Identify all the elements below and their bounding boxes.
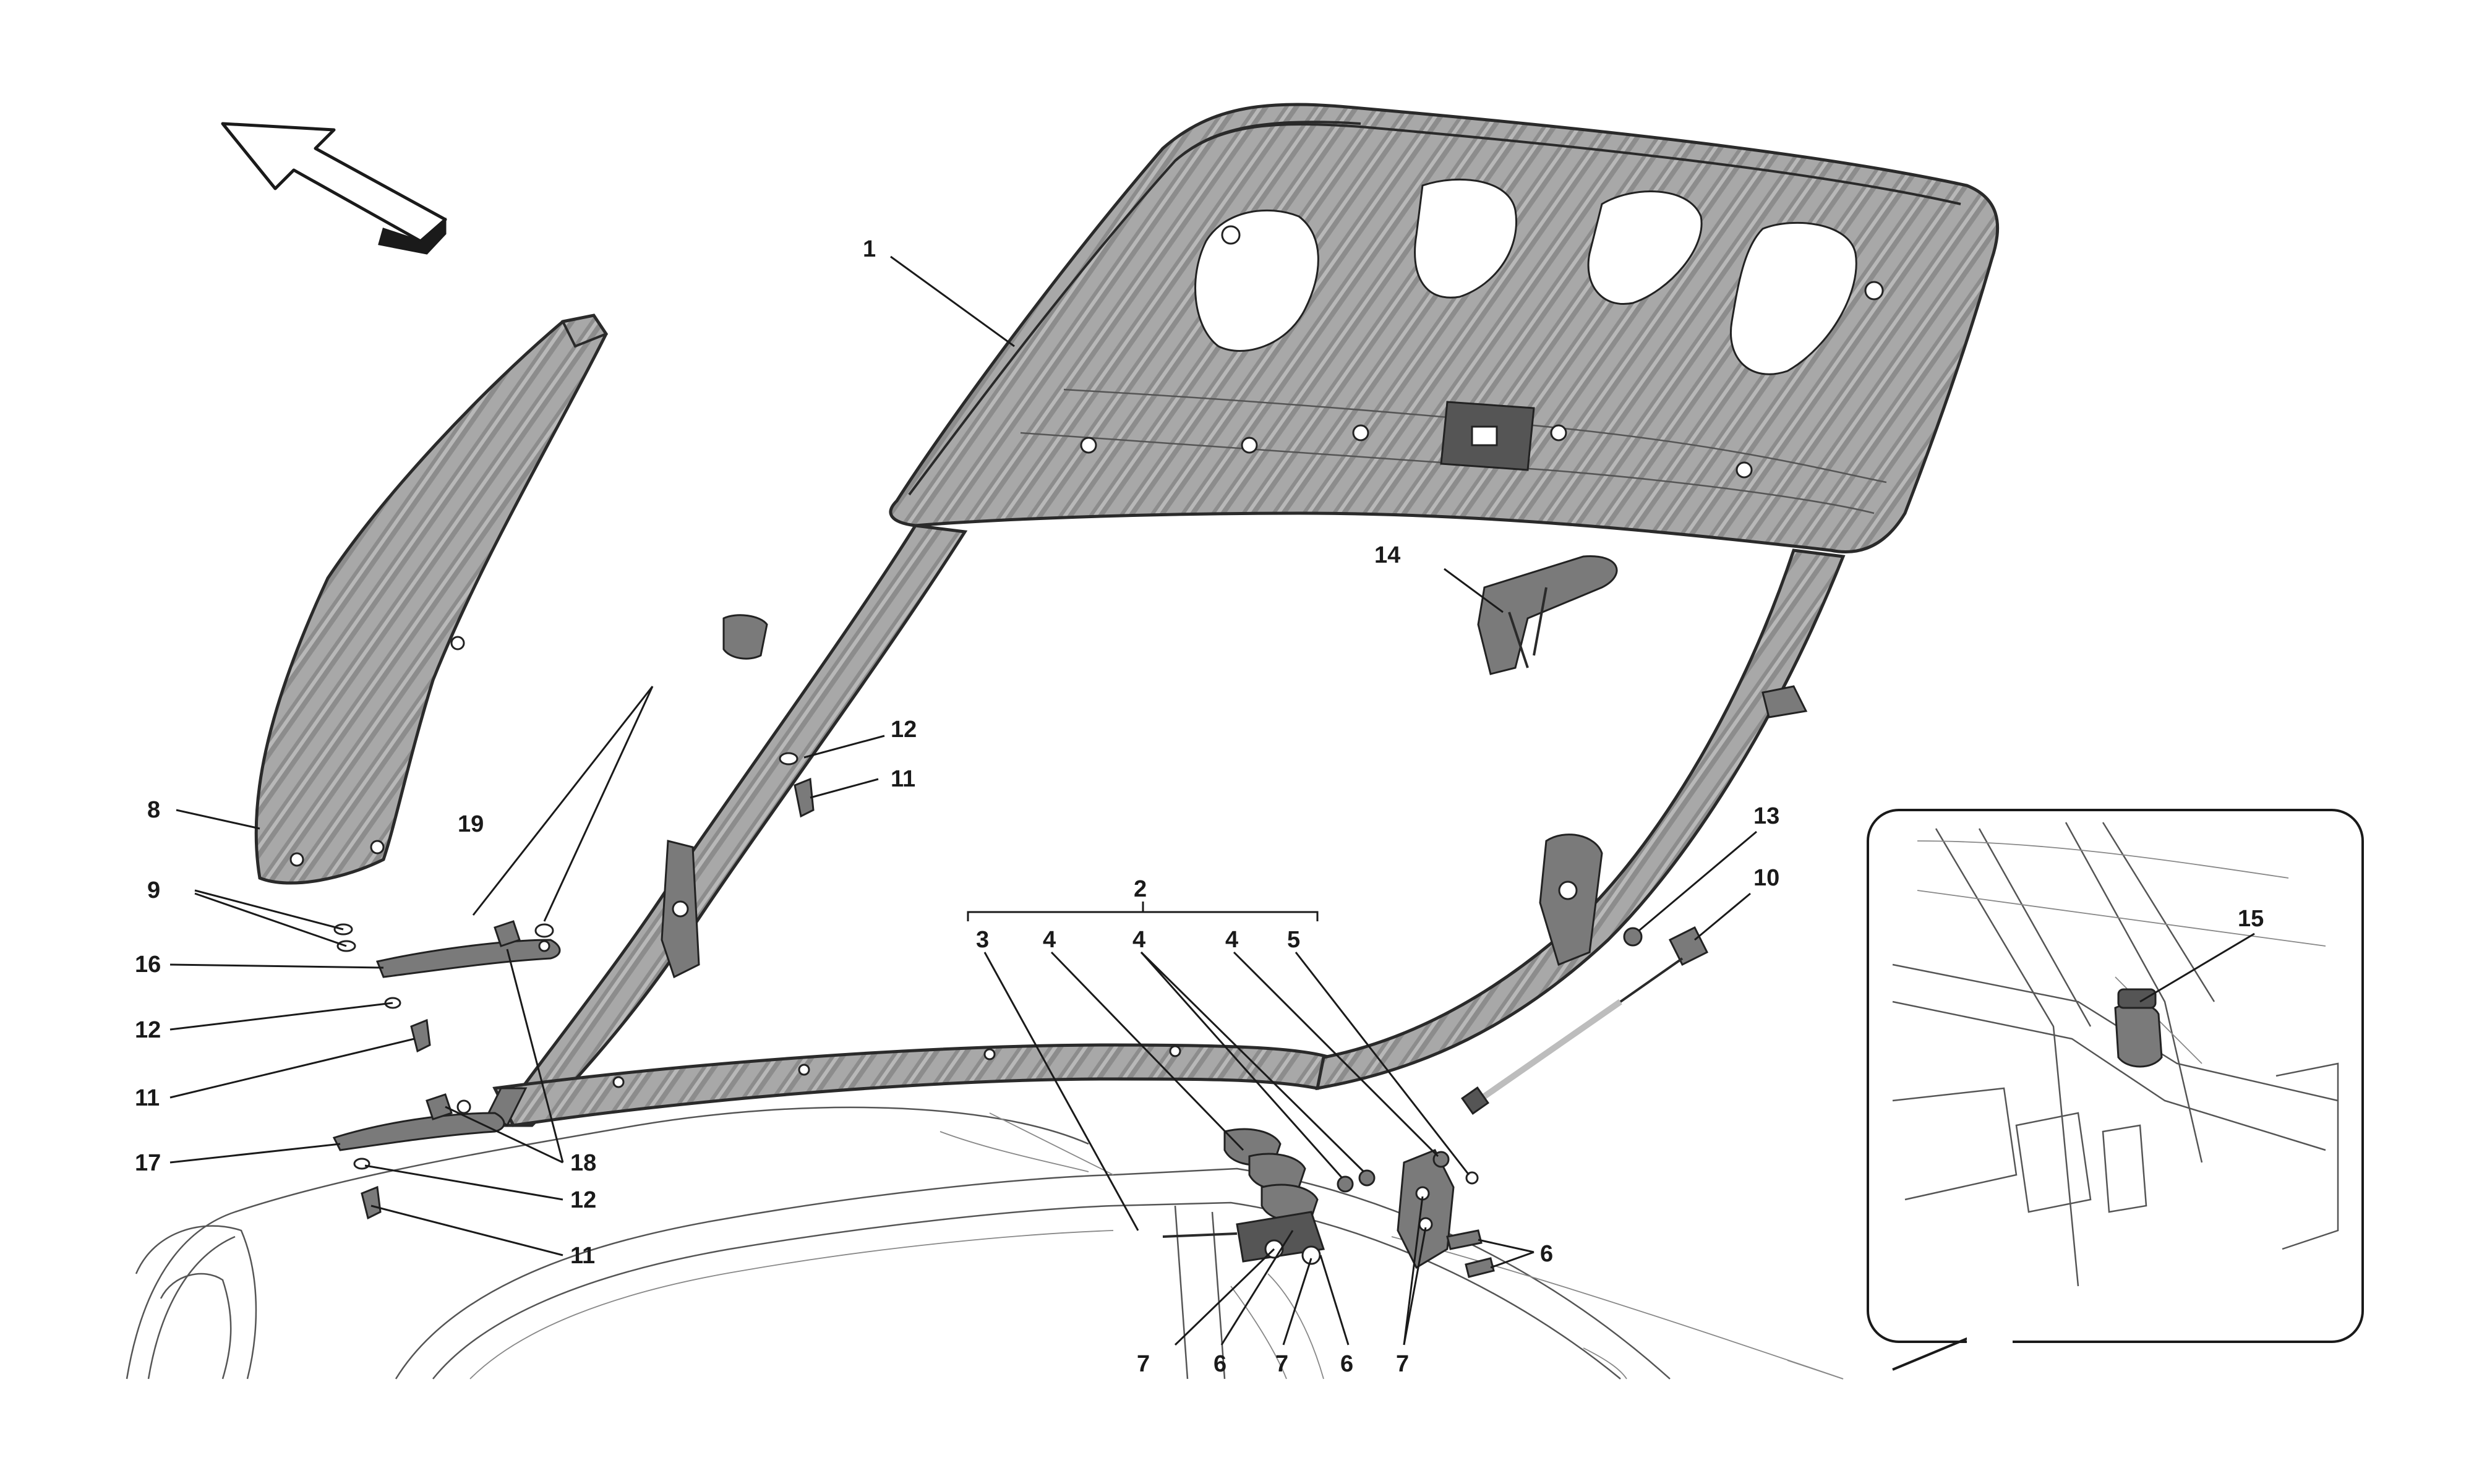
callout-9: 9 (147, 877, 160, 903)
callout-19: 19 (458, 811, 484, 837)
callout-7-a: 7 (1137, 1351, 1150, 1377)
callout-10: 10 (1753, 865, 1779, 891)
callout-8: 8 (147, 797, 160, 823)
callout-7-c: 7 (1396, 1351, 1409, 1377)
callout-4-a: 4 (1043, 927, 1056, 953)
callout-3: 3 (976, 927, 989, 953)
callout-18: 18 (570, 1150, 596, 1176)
callout-6-c: 6 (1540, 1241, 1553, 1267)
callout-4-b: 4 (1132, 927, 1145, 953)
callout-6-b: 6 (1340, 1351, 1353, 1377)
callout-1: 1 (863, 236, 876, 262)
callout-16: 16 (135, 952, 161, 978)
callout-12-c: 12 (570, 1187, 596, 1213)
callout-12-b: 12 (135, 1017, 161, 1043)
callout-11-c: 11 (570, 1243, 595, 1269)
callout-11-b: 11 (135, 1085, 160, 1111)
direction-arrow-icon (221, 122, 447, 255)
callout-11-a: 11 (891, 766, 915, 792)
engine-lid (889, 103, 2000, 553)
callout-15: 15 (2238, 906, 2264, 932)
bracket-14 (1477, 555, 1618, 675)
leader-lines (169, 255, 2255, 1346)
callout-labels: 1 2 3 4 4 4 5 6 6 6 7 7 7 8 9 10 11 11 1… (135, 236, 2264, 1377)
hinge-strap-17 (332, 1093, 505, 1151)
hinge-assembly (1162, 1128, 1495, 1278)
callout-2: 2 (1134, 876, 1147, 902)
callout-17: 17 (135, 1150, 161, 1176)
lid-frame (487, 524, 1846, 1127)
callout-13: 13 (1753, 803, 1779, 829)
callout-14: 14 (1374, 542, 1400, 568)
callout-7-b: 7 (1275, 1351, 1288, 1377)
callout-12-a: 12 (891, 717, 917, 743)
car-body-outline (126, 1106, 1844, 1380)
callout-4-c: 4 (1225, 927, 1238, 953)
detail-inset (1867, 809, 2364, 1371)
insulation-panel (254, 313, 609, 885)
hinge-strap-16 (375, 920, 561, 978)
callout-5: 5 (1287, 927, 1300, 953)
callout-6-a: 6 (1213, 1351, 1226, 1377)
